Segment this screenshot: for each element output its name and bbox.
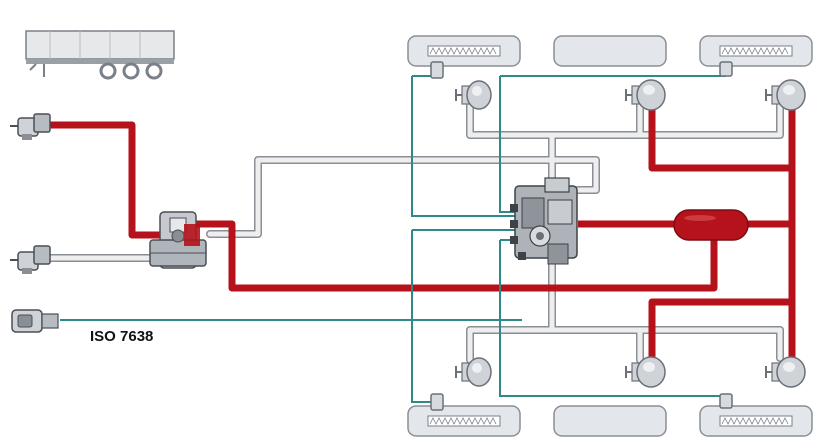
wheels <box>407 35 813 437</box>
coupling-head-supply <box>10 113 51 140</box>
wheel-sensor-front-left <box>430 61 444 79</box>
iso-7638-connector <box>11 309 59 333</box>
brake-chamber-front-3 <box>765 79 806 111</box>
wheel-front-left <box>407 35 521 67</box>
ebs-modulator <box>510 177 578 265</box>
wheel-front-right <box>699 35 813 67</box>
brake-chamber-rear-1 <box>455 357 492 387</box>
supply-lines <box>45 100 796 365</box>
brake-chamber-front-2 <box>625 79 666 111</box>
wheel-rear-right <box>699 405 813 437</box>
trailer-control-valve <box>149 211 207 269</box>
wheel-front-middle <box>553 35 667 67</box>
wheel-sensors <box>430 61 733 411</box>
wheel-rear-left <box>407 405 521 437</box>
brake-chamber-rear-2 <box>625 356 666 388</box>
brake-chamber-rear-3 <box>765 356 806 388</box>
brake-chambers <box>455 79 806 388</box>
wheel-sensor-rear-right <box>719 393 733 409</box>
brake-chamber-front-1 <box>455 80 492 110</box>
coupling-head-control <box>10 245 51 274</box>
trailer-icon <box>25 30 175 80</box>
air-tank <box>673 209 749 241</box>
wheel-sensor-rear-left <box>430 393 444 411</box>
iso-connector-label: ISO 7638 <box>90 328 154 345</box>
wheel-sensor-front-right <box>719 61 733 77</box>
wheel-rear-middle <box>553 405 667 437</box>
